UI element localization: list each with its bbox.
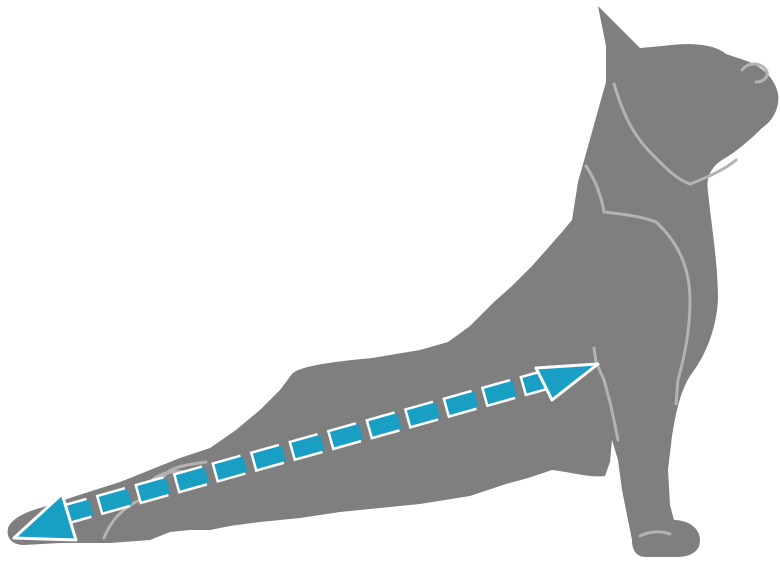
neck-contour [584, 164, 658, 224]
muzzle-contour [740, 62, 769, 84]
leg-contour [592, 346, 620, 442]
arrowhead-left [12, 492, 78, 542]
arrow-shaft-fill [57, 370, 555, 524]
paw-contour [638, 530, 672, 538]
body-length-arrow [12, 362, 600, 542]
chest-contour [654, 220, 692, 406]
arrowhead-right [534, 362, 600, 402]
jaw-contour [688, 158, 738, 186]
dog-silhouette [7, 6, 779, 557]
contour-lines [102, 62, 769, 540]
ear-contour [612, 82, 692, 186]
